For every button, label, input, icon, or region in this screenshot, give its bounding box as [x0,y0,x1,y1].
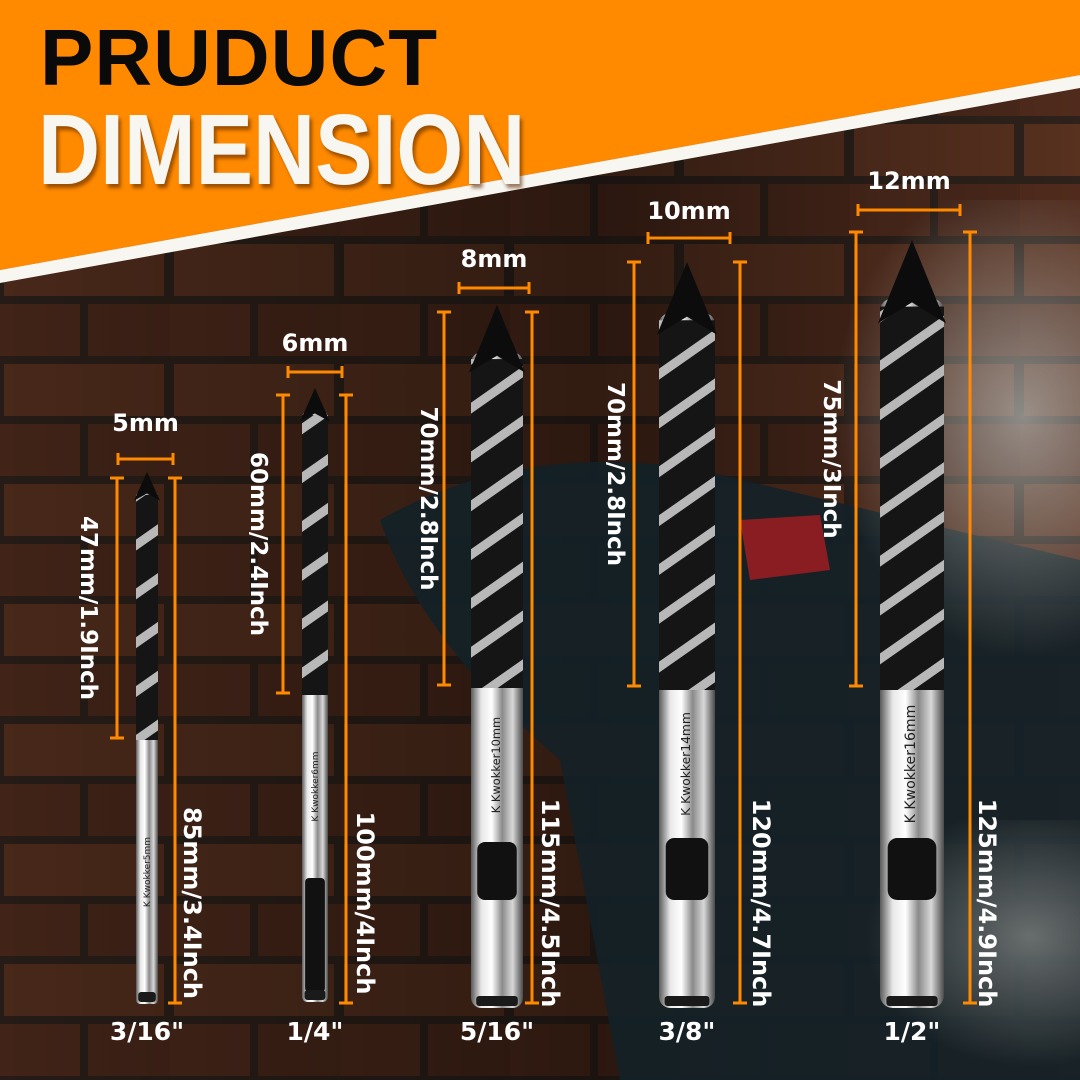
bit-flute [880,306,944,690]
bit-engraving: K Kwokker16mm [903,705,919,824]
total-length-label: 125mm/4.9Inch [973,799,1001,1008]
drill-bit-3: K Kwokker10mm 8mm 70mm/2.8Inch 115mm/4.5Inc… [415,245,564,1046]
bit-engraving: K Kwokker5mm [143,837,153,907]
bit-tip [300,388,330,422]
total-length-label: 115mm/4.5Inch [536,799,564,1008]
header-banner [0,0,1080,270]
bit-engraving: K Kwokker14mm [679,712,693,816]
bit-flute [659,320,715,690]
diameter-label: 10mm [647,197,730,225]
inch-size-label: 3/16" [110,1017,184,1046]
title-line-1: PRUDUCT [40,13,439,102]
bit-tip [469,305,525,373]
bit-flute [471,359,523,688]
inch-size-label: 1/2" [884,1017,941,1046]
bit-tip [657,262,717,335]
total-length-label: 100mm/4Inch [351,812,379,995]
bit-hex-flat [665,838,709,900]
flute-length-label: 60mm/2.4Inch [245,452,271,636]
flute-length-label: 75mm/3Inch [818,379,844,538]
title-line-2: DIMENSION [38,94,526,206]
total-length-label: 85mm/3.4Inch [178,807,206,999]
total-length-label: 120mm/4.7Inch [747,799,775,1008]
flute-length-label: 70mm/2.8Inch [415,406,441,590]
inch-size-label: 5/16" [460,1017,534,1046]
diameter-label: 12mm [867,167,950,195]
bit-engraving: K Kwokker6mm [311,751,321,821]
flute-length-label: 47mm/1.9Inch [75,516,101,700]
bit-tip [878,240,946,324]
diameter-label: 5mm [112,409,179,437]
diameter-label: 8mm [461,245,528,273]
bit-flute [136,494,158,740]
diameter-label: 6mm [282,329,349,357]
bit-engraving: K Kwokker10mm [489,717,503,813]
bit-end [138,992,156,1002]
bit-end [304,990,326,1000]
drill-bit-4: K Kwokker14mm 10mm 70mm/2.8Inch 120mm/4.7In… [602,197,775,1046]
drill-bit-1: K Kwokker5mm 5mm 47mm/1.9Inch 85mm/3.4Inch 3… [75,409,206,1046]
bit-hex-flat [477,842,517,900]
drill-bit-5: K Kwokker16mm 12mm 75mm/3Inch 125mm/4.9Inch… [818,167,1001,1046]
bit-hex-flat [887,838,937,900]
inch-size-label: 1/4" [287,1017,344,1046]
bit-tip [134,472,160,501]
bit-end [476,996,518,1006]
flute-length-label: 70mm/2.8Inch [602,382,628,566]
bit-hex-flat [305,878,325,992]
drill-bit-2: K Kwokker6mm 6mm 60mm/2.4Inch 100mm/4Inch1/… [245,329,379,1046]
bit-flute [302,415,328,695]
header-divider [0,75,1080,283]
bit-end [664,996,710,1006]
bit-end [886,996,938,1006]
inch-size-label: 3/8" [659,1017,716,1046]
